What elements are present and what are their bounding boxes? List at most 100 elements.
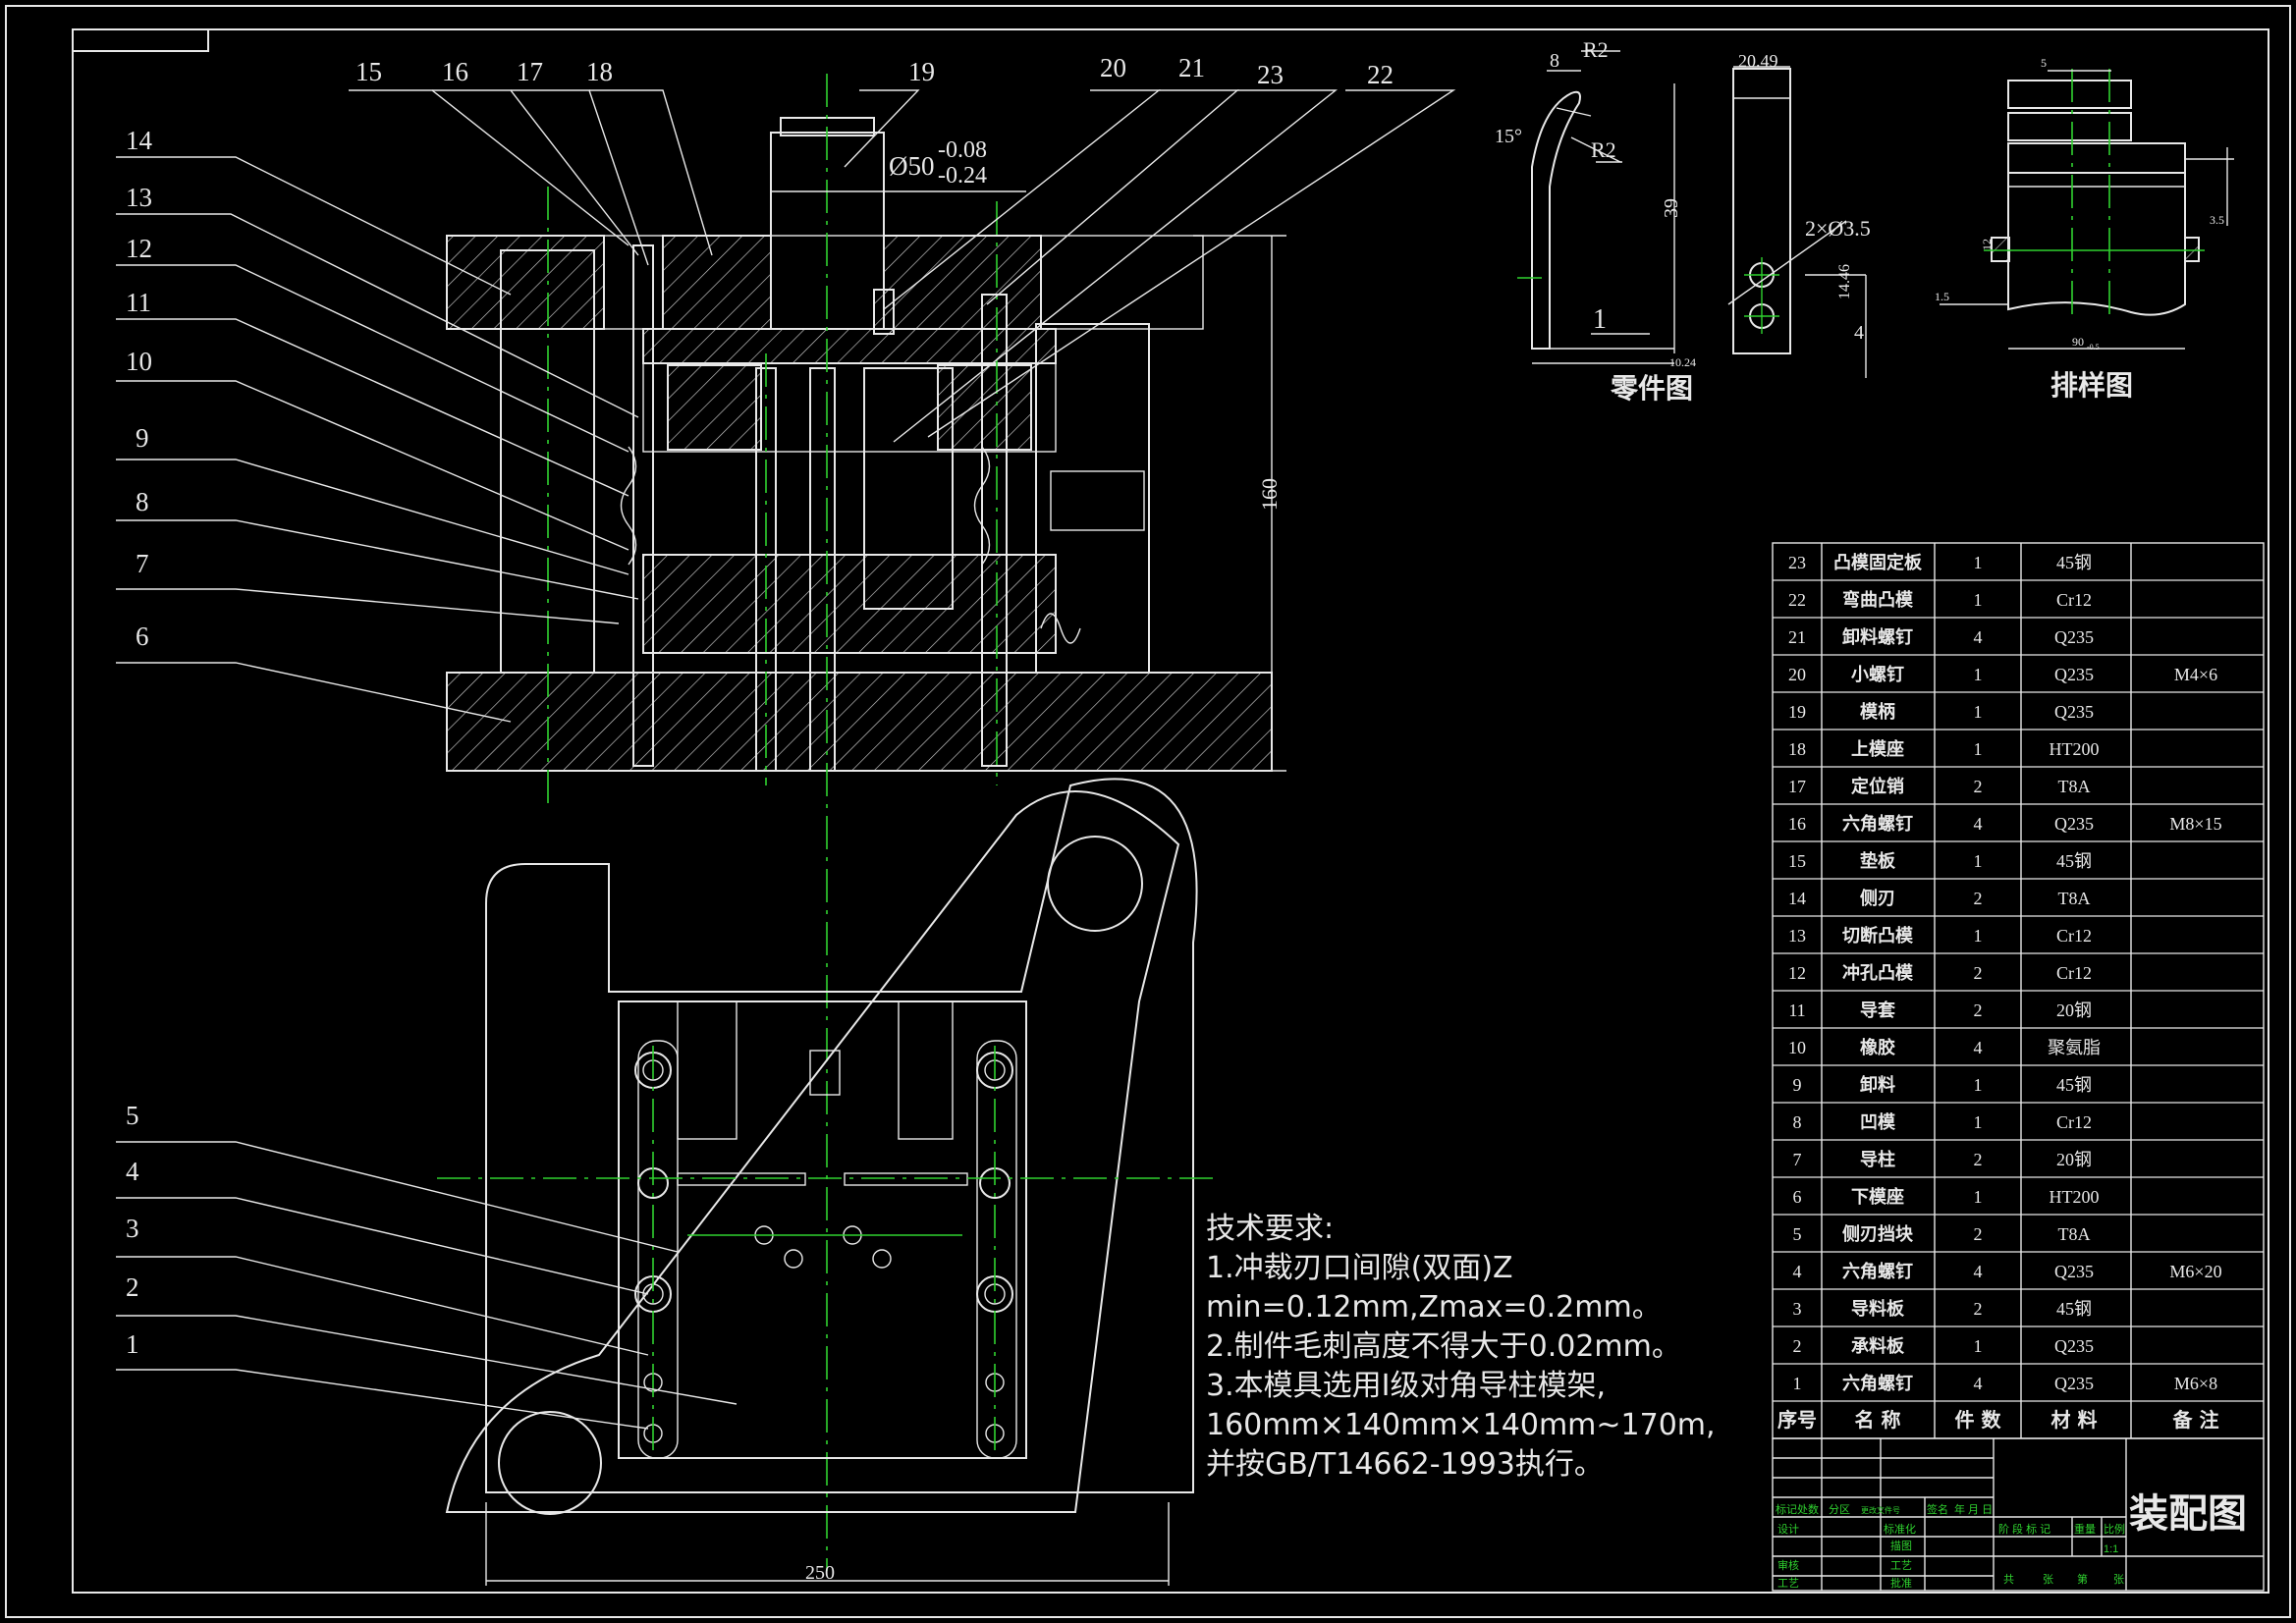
balloon-15: 15 bbox=[355, 57, 382, 86]
bom-cell-no: 10 bbox=[1788, 1038, 1806, 1057]
dim-shank-tol-upper: -0.08 bbox=[938, 137, 987, 163]
part-dim-8: 8 bbox=[1550, 50, 1559, 72]
bom-cell-mat: Q235 bbox=[2054, 1262, 2094, 1281]
bom-cell-name: 上模座 bbox=[1851, 738, 1904, 760]
bom-cell-no: 7 bbox=[1793, 1150, 1802, 1169]
balloon-16: 16 bbox=[442, 57, 468, 86]
main-dimensions bbox=[485, 190, 1286, 1586]
bom-cell-qty: 4 bbox=[1974, 1374, 1983, 1393]
layout-dims: 5 3.5 1.5 12 90 -0.5 bbox=[1935, 56, 2224, 352]
bom-cell-remark: M6×8 bbox=[2174, 1374, 2217, 1393]
tb-scale-hdr: 比例 bbox=[2104, 1522, 2125, 1536]
bom-cell-no: 8 bbox=[1793, 1112, 1802, 1132]
bom-cell-name: 弯曲凸模 bbox=[1842, 589, 1914, 611]
bom-cell-mat: Q235 bbox=[2054, 1374, 2094, 1393]
bom-cell-mat: T8A bbox=[2058, 1224, 2091, 1244]
tb-check: 审核 bbox=[1777, 1558, 1799, 1572]
layout-dim-90-tol: -0.5 bbox=[2087, 343, 2100, 352]
section-view bbox=[446, 74, 1273, 1571]
dim-width: 250 bbox=[805, 1562, 835, 1584]
bom-cell-mat: Q235 bbox=[2054, 627, 2094, 647]
balloon-21: 21 bbox=[1178, 53, 1205, 82]
bom-cell-qty: 4 bbox=[1974, 1262, 1983, 1281]
bom-cell-mat: Q235 bbox=[2054, 1336, 2094, 1356]
tb-count: 处数 bbox=[1797, 1503, 1819, 1516]
balloon-14: 14 bbox=[126, 126, 153, 155]
balloon-17: 17 bbox=[517, 57, 543, 86]
bom-cell-mat: Cr12 bbox=[2056, 926, 2092, 946]
bom-cell-no: 17 bbox=[1788, 777, 1806, 796]
tb-docno: 更改文件号 bbox=[1861, 1505, 1900, 1515]
title-block-grid bbox=[1772, 1437, 2265, 1592]
balloon-12: 12 bbox=[126, 234, 152, 263]
bom-cell-name: 导料板 bbox=[1851, 1298, 1905, 1320]
bom-cell-mat: T8A bbox=[2058, 889, 2091, 908]
notes-title: 技术要求: bbox=[1206, 1212, 1335, 1246]
drawing-title: 装配图 bbox=[2129, 1491, 2247, 1537]
notes-line-5: 160mm×140mm×140mm~170m, bbox=[1206, 1408, 1716, 1442]
bom-cell-name: 六角螺钉 bbox=[1842, 1261, 1913, 1282]
tb-process: 工艺 bbox=[1777, 1577, 1799, 1590]
bom-cell-name: 凹模 bbox=[1860, 1111, 1896, 1133]
balloon-1: 1 bbox=[126, 1329, 139, 1359]
bom-cell-name: 垫板 bbox=[1860, 850, 1896, 872]
part-dim-2049: 20.49 bbox=[1738, 51, 1778, 71]
layout-dim-12: 12 bbox=[1980, 239, 1994, 250]
balloon-13: 13 bbox=[126, 183, 152, 212]
bom-cell-no: 6 bbox=[1793, 1187, 1802, 1207]
tb-total: 共 bbox=[2003, 1573, 2014, 1586]
bom-cell-qty: 1 bbox=[1974, 1336, 1983, 1356]
bom-cell-mat: Cr12 bbox=[2056, 590, 2092, 610]
bom-cell-no: 18 bbox=[1788, 739, 1806, 759]
notes-line-6: 并按GB/T14662-1993执行。 bbox=[1206, 1447, 1604, 1482]
bom-header-no: 序号 bbox=[1777, 1408, 1817, 1432]
part-drawing bbox=[1517, 50, 1867, 378]
balloon-5: 5 bbox=[126, 1101, 139, 1130]
bom-cell-mat: 45钢 bbox=[2056, 851, 2092, 871]
bom-cell-name: 侧刃挡块 bbox=[1842, 1223, 1914, 1245]
bom-cell-qty: 2 bbox=[1974, 1001, 1983, 1020]
dim-shank-diameter: Ø50 bbox=[889, 151, 935, 181]
bom-cell-mat: 45钢 bbox=[2056, 553, 2092, 572]
tb-sheet1: 张 bbox=[2043, 1573, 2053, 1586]
bom-cell-name: 承料板 bbox=[1851, 1335, 1905, 1357]
plan-view bbox=[437, 778, 1213, 1515]
bom-cell-name: 小螺钉 bbox=[1851, 664, 1904, 685]
bom-cell-no: 23 bbox=[1788, 553, 1806, 572]
layout-view-label: 排样图 bbox=[2050, 369, 2133, 402]
balloon-7: 7 bbox=[136, 549, 149, 578]
leader-lines bbox=[116, 89, 1456, 1430]
bom-cell-no: 3 bbox=[1793, 1299, 1802, 1319]
layout-dim-35: 3.5 bbox=[2210, 213, 2224, 227]
balloon-18: 18 bbox=[586, 57, 613, 86]
bom-cell-name: 定位销 bbox=[1851, 776, 1904, 797]
bom-cell-mat: 20钢 bbox=[2056, 1150, 2092, 1169]
bom-cell-name: 六角螺钉 bbox=[1842, 1373, 1913, 1394]
balloon-9: 9 bbox=[136, 423, 149, 453]
bom-cell-remark: M8×15 bbox=[2169, 814, 2221, 834]
balloon-8: 8 bbox=[136, 487, 149, 516]
tb-zone: 分区 bbox=[1829, 1503, 1850, 1516]
layout-dim-15: 1.5 bbox=[1935, 290, 1949, 303]
layout-dim-90: 90 bbox=[2072, 335, 2084, 349]
notes-line-2: min=0.12mm,Zmax=0.2mm。 bbox=[1206, 1290, 1662, 1325]
bom-cell-name: 下模座 bbox=[1851, 1186, 1904, 1208]
bom-cell-mat: Q235 bbox=[2054, 814, 2094, 834]
bom-cell-no: 16 bbox=[1788, 814, 1806, 834]
part-dim-1446: 14.46 bbox=[1836, 264, 1853, 299]
bom-cell-qty: 1 bbox=[1974, 851, 1983, 871]
bom-cell-name: 六角螺钉 bbox=[1842, 813, 1913, 835]
tb-sign: 签名 bbox=[1927, 1502, 1948, 1516]
part-view-label: 零件图 bbox=[1611, 372, 1693, 405]
title-block-text: 标记 处数 分区 更改文件号 签名 年 月 日 设计 标准化 描图 审核 工艺 … bbox=[1776, 1502, 2125, 1590]
part-dim-1024: 10.24 bbox=[1669, 355, 1696, 369]
bom-cell-name: 侧刃 bbox=[1860, 889, 1895, 909]
tb-design: 设计 bbox=[1777, 1523, 1799, 1536]
notes-line-4: 3.本模具选用Ⅰ级对角导柱模架, bbox=[1206, 1369, 1607, 1403]
bom-cell-name: 凸模固定板 bbox=[1833, 552, 1923, 573]
tb-mark: 标记 bbox=[1776, 1502, 1797, 1516]
part-dim-39: 39 bbox=[1661, 198, 1682, 218]
bom-cell-qty: 1 bbox=[1974, 926, 1983, 946]
